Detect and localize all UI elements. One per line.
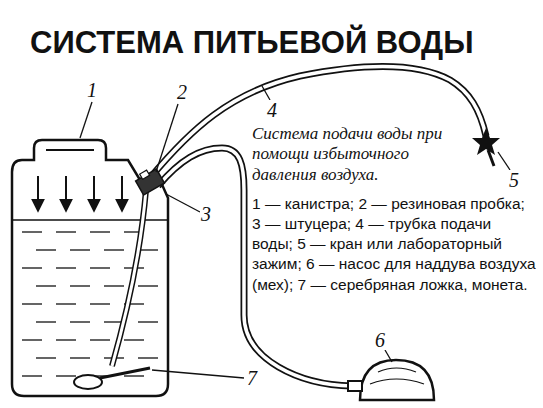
callout-number: 5 — [508, 170, 520, 190]
callout-number: 3 — [200, 204, 212, 224]
caption: Система подачи воды при помощи избыточно… — [252, 124, 464, 185]
pressure-arrows — [38, 176, 122, 210]
leader-line — [152, 370, 244, 378]
water-line — [70, 321, 90, 322]
water-line — [138, 357, 158, 358]
water-line — [56, 267, 76, 268]
spoon-handle — [100, 368, 150, 378]
water-line — [56, 339, 76, 340]
pump-ribs — [370, 368, 424, 384]
leader-line — [262, 86, 270, 100]
pump-nozzle — [348, 381, 362, 391]
water-line — [36, 285, 56, 286]
water-line — [22, 303, 42, 304]
inner-tube — [112, 190, 146, 366]
water-line — [104, 285, 124, 286]
water-line — [36, 249, 56, 250]
callout-number: 1 — [86, 80, 98, 100]
silver-spoon — [74, 375, 102, 389]
leader-line — [385, 350, 392, 362]
water-line — [22, 375, 42, 376]
water-line — [138, 285, 158, 286]
pressure-arrow — [93, 176, 95, 210]
title: СИСТЕМА ПИТЬЕВОЙ ВОДЫ — [30, 26, 474, 60]
water-line — [36, 357, 56, 358]
air-pump — [360, 360, 434, 400]
callout-number: 2 — [176, 82, 188, 102]
water-line — [138, 321, 158, 322]
callout-number: 4 — [266, 100, 278, 120]
parts-key: 1 — канистра; 2 — резиновая пробка; 3 — … — [252, 194, 536, 295]
water-line — [56, 375, 76, 376]
water-line — [104, 249, 124, 250]
canister — [12, 140, 168, 396]
water-line — [22, 339, 42, 340]
tap-spout — [488, 150, 494, 166]
water-line — [90, 267, 110, 268]
leader-line — [80, 102, 92, 138]
water-line — [70, 285, 90, 286]
tap-clamp — [472, 128, 500, 155]
callout-number: 6 — [374, 330, 386, 350]
pressure-arrow — [121, 176, 123, 210]
canister-handle — [46, 149, 94, 151]
rubber-stopper — [136, 169, 165, 195]
callout-number: 7 — [246, 368, 258, 388]
water-lines — [12, 220, 168, 376]
pressure-arrow — [65, 176, 67, 210]
pressure-arrow — [37, 176, 39, 210]
leader-line — [498, 152, 510, 170]
water-line — [124, 375, 144, 376]
water-line — [56, 303, 76, 304]
water-line — [90, 231, 110, 232]
leader-line — [166, 194, 200, 212]
water-line — [70, 249, 90, 250]
water-line — [22, 231, 42, 232]
fitting — [140, 170, 150, 179]
water-line — [90, 303, 110, 304]
water-line — [22, 267, 42, 268]
water-line — [36, 321, 56, 322]
inner-tube-inner — [112, 190, 146, 366]
water-line — [56, 231, 76, 232]
leader-line — [156, 104, 178, 172]
water-line — [70, 357, 90, 358]
water-line — [124, 339, 144, 340]
water-line — [90, 339, 110, 340]
